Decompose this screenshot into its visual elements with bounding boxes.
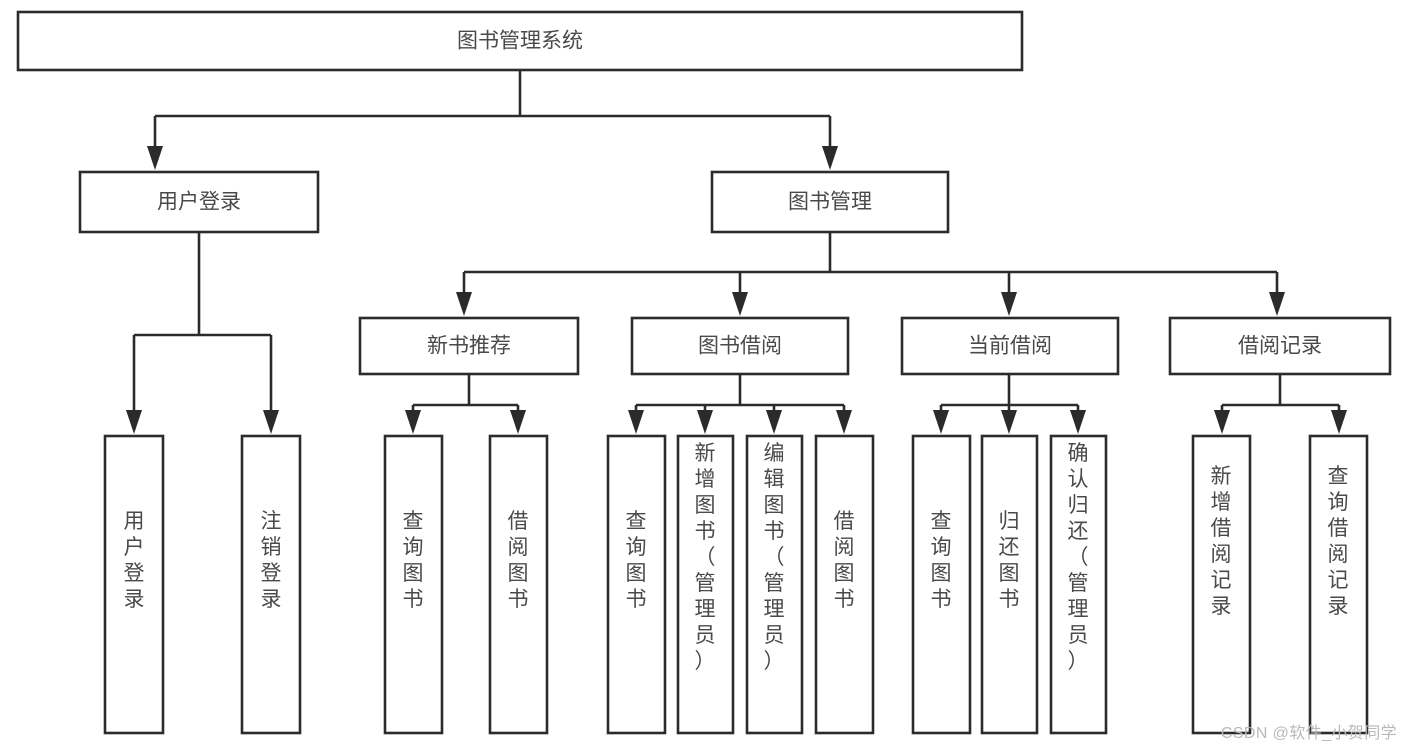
leaf-query-record[interactable]: 查询借阅记录 bbox=[1308, 434, 1369, 735]
leaf-query-book-2[interactable]: 查询图书 bbox=[606, 434, 667, 735]
leaf-user-login-label: 用户登录 bbox=[124, 510, 145, 611]
connector-layer bbox=[126, 70, 1347, 434]
leaf-add-record-label: 新增借阅记录 bbox=[1211, 465, 1232, 618]
leaf-query-book-1-label: 查询图书 bbox=[403, 510, 424, 611]
leaf-logout-label: 注销登录 bbox=[261, 510, 282, 611]
leaf-edit-book-label: 编辑图书（管理员） bbox=[764, 442, 785, 673]
node-book-borrow[interactable]: 图书借阅 bbox=[630, 316, 850, 376]
leaf-add-book-box[interactable] bbox=[676, 434, 735, 735]
arrow-head-leaf-confirm-return bbox=[1070, 410, 1086, 434]
leaf-add-record[interactable]: 新增借阅记录 bbox=[1191, 434, 1252, 735]
leaf-confirm-return-box[interactable] bbox=[1049, 434, 1108, 735]
arrow-head-leaf-logout bbox=[263, 410, 279, 434]
leaf-return-book-label: 归还图书 bbox=[999, 510, 1020, 611]
leaf-borrow-book-2-label: 借阅图书 bbox=[834, 510, 855, 611]
node-new-book-recommend[interactable]: 新书推荐 bbox=[358, 316, 580, 376]
node-book-management[interactable]: 图书管理 bbox=[710, 170, 950, 234]
node-book-management-label: 图书管理 bbox=[788, 191, 872, 214]
leaf-confirm-return[interactable]: 确认归还（管理员） bbox=[1049, 434, 1108, 735]
node-borrow-record[interactable]: 借阅记录 bbox=[1168, 316, 1392, 376]
arrow-head-leaf-query-book-2 bbox=[628, 410, 644, 434]
node-borrow-record-box[interactable] bbox=[1168, 316, 1392, 376]
leaf-add-book-label: 新增图书（管理员） bbox=[695, 442, 716, 673]
leaf-query-book-1-box[interactable] bbox=[383, 434, 444, 735]
arrow-head-leaf-return-book bbox=[1001, 410, 1017, 434]
leaf-user-login[interactable]: 用户登录 bbox=[103, 434, 165, 735]
node-user-login[interactable]: 用户登录 bbox=[78, 170, 320, 234]
node-root-label: 图书管理系统 bbox=[457, 30, 583, 53]
node-user-login-box[interactable] bbox=[78, 170, 320, 234]
leaf-borrow-book-1-box[interactable] bbox=[488, 434, 549, 735]
node-current-borrow-label: 当前借阅 bbox=[968, 335, 1052, 358]
leaf-query-record-label: 查询借阅记录 bbox=[1328, 465, 1349, 618]
arrow-head-leaf-borrow-book-1 bbox=[510, 410, 526, 434]
arrow-head-leaf-add-book bbox=[697, 410, 713, 434]
leaf-borrow-book-1[interactable]: 借阅图书 bbox=[488, 434, 549, 735]
leaf-query-book-2-box[interactable] bbox=[606, 434, 667, 735]
node-root[interactable]: 图书管理系统 bbox=[16, 10, 1024, 72]
arrow-head-leaf-query-book-1 bbox=[405, 410, 421, 434]
leaf-user-login-box[interactable] bbox=[103, 434, 165, 735]
arrow-head-leaf-query-record bbox=[1331, 410, 1347, 434]
leaf-borrow-book-2-box[interactable] bbox=[814, 434, 875, 735]
node-borrow-record-label: 借阅记录 bbox=[1238, 335, 1322, 358]
leaf-add-book[interactable]: 新增图书（管理员） bbox=[676, 434, 735, 735]
node-book-borrow-box[interactable] bbox=[630, 316, 850, 376]
leaf-confirm-return-label: 确认归还（管理员） bbox=[1068, 442, 1089, 673]
node-user-login-label: 用户登录 bbox=[157, 191, 241, 214]
leaf-borrow-book-2[interactable]: 借阅图书 bbox=[814, 434, 875, 735]
leaf-query-book-3[interactable]: 查询图书 bbox=[911, 434, 972, 735]
leaf-edit-book[interactable]: 编辑图书（管理员） bbox=[745, 434, 804, 735]
arrow-head-leaf-user-login bbox=[126, 410, 142, 434]
node-book-borrow-label: 图书借阅 bbox=[698, 335, 782, 358]
arrow-head-user-login bbox=[147, 146, 163, 170]
arrow-head-leaf-borrow-book-2 bbox=[836, 410, 852, 434]
leaf-logout[interactable]: 注销登录 bbox=[240, 434, 302, 735]
leaf-edit-book-box[interactable] bbox=[745, 434, 804, 735]
arrow-head-leaf-add-record bbox=[1214, 410, 1230, 434]
arrow-head-new-book-recommend bbox=[456, 292, 472, 316]
arrow-head-book-management bbox=[822, 146, 838, 170]
arrow-head-leaf-query-book-3 bbox=[933, 410, 949, 434]
node-root-box[interactable] bbox=[16, 10, 1024, 72]
node-current-borrow-box[interactable] bbox=[900, 316, 1120, 376]
leaf-query-record-box[interactable] bbox=[1308, 434, 1369, 735]
arrow-head-current-borrow bbox=[1001, 292, 1017, 316]
node-new-book-recommend-label: 新书推荐 bbox=[427, 335, 511, 358]
arrow-head-book-borrow bbox=[732, 292, 748, 316]
node-book-management-box[interactable] bbox=[710, 170, 950, 234]
leaf-add-record-box[interactable] bbox=[1191, 434, 1252, 735]
leaf-query-book-2-label: 查询图书 bbox=[626, 510, 647, 611]
leaf-return-book-box[interactable] bbox=[980, 434, 1039, 735]
leaf-logout-box[interactable] bbox=[240, 434, 302, 735]
leaf-return-book[interactable]: 归还图书 bbox=[980, 434, 1039, 735]
leaf-borrow-book-1-label: 借阅图书 bbox=[508, 510, 529, 611]
arrow-head-borrow-record bbox=[1269, 292, 1285, 316]
node-new-book-recommend-box[interactable] bbox=[358, 316, 580, 376]
arrow-head-leaf-edit-book bbox=[766, 410, 782, 434]
leaf-query-book-1[interactable]: 查询图书 bbox=[383, 434, 444, 735]
leaf-query-book-3-label: 查询图书 bbox=[931, 510, 952, 611]
leaf-query-book-3-box[interactable] bbox=[911, 434, 972, 735]
node-current-borrow[interactable]: 当前借阅 bbox=[900, 316, 1120, 376]
